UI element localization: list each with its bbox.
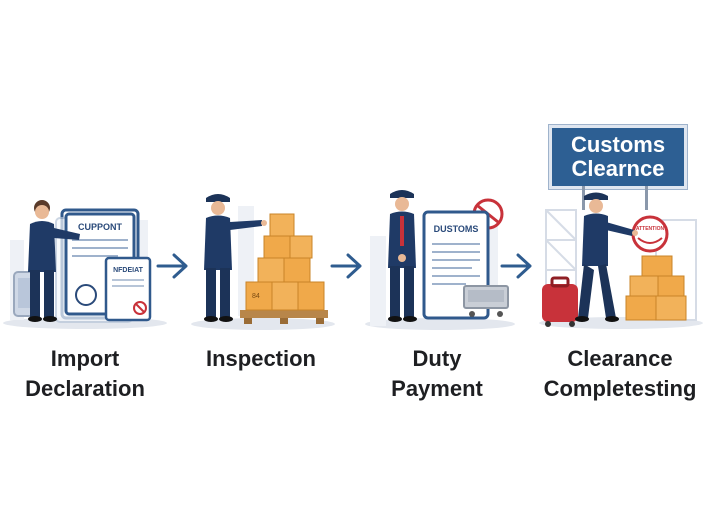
- box-stack-icon: 84: [245, 213, 325, 311]
- officer-icon: [575, 192, 638, 322]
- box-label: 84: [252, 293, 260, 300]
- doc-title: CUPPONT: [78, 222, 123, 232]
- sign-pole: [582, 186, 585, 210]
- stamp-text: ATTENTION: [636, 226, 665, 232]
- arrow-right-icon: [330, 253, 362, 279]
- sign-line-1: Customs: [570, 132, 666, 157]
- step-import-declaration-scene: CUPPONT NFDEIAT: [3, 200, 167, 329]
- caption-line-1: Clearance: [567, 346, 673, 371]
- small-doc-title: NFDEIAT: [113, 267, 144, 274]
- officer-icon: [28, 200, 80, 322]
- officer-icon: [388, 190, 417, 322]
- sign-line-2: Clearnce: [571, 156, 665, 181]
- stamp-icon: ATTENTION: [631, 215, 669, 253]
- customs-clearance-sign: Customs Clearnce: [549, 125, 687, 189]
- step-duty-payment-scene: DUSTOMS: [365, 190, 515, 330]
- caption-line-2: Payment: [391, 376, 483, 401]
- doc-title: DUSTOMS: [434, 224, 479, 234]
- suitcase-icon: [542, 276, 578, 327]
- officer-icon: [204, 194, 267, 322]
- caption-clearance-completesting: Clearance Completesting: [540, 344, 700, 404]
- step-inspection-scene: 84: [191, 194, 335, 330]
- caption-inspection: Inspection: [186, 344, 336, 374]
- caption-line-1: Duty: [412, 346, 462, 371]
- step-clearance-scene: ATTENTION: [539, 192, 703, 329]
- cart-icon: [463, 285, 509, 317]
- arrow-right-icon: [500, 253, 532, 279]
- caption-line-2: Completesting: [543, 376, 697, 401]
- sign-pole: [645, 186, 648, 210]
- arrow-right-icon: [156, 253, 188, 279]
- caption-line-1: Inspection: [205, 346, 316, 371]
- caption-import-declaration: Import Declaration: [10, 344, 160, 404]
- caption-line-2: Declaration: [25, 376, 145, 401]
- caption-line-1: Import: [50, 346, 120, 371]
- small-document-icon: NFDEIAT: [104, 256, 152, 322]
- box-stack-icon: [625, 255, 687, 321]
- caption-duty-payment: Duty Payment: [362, 344, 512, 404]
